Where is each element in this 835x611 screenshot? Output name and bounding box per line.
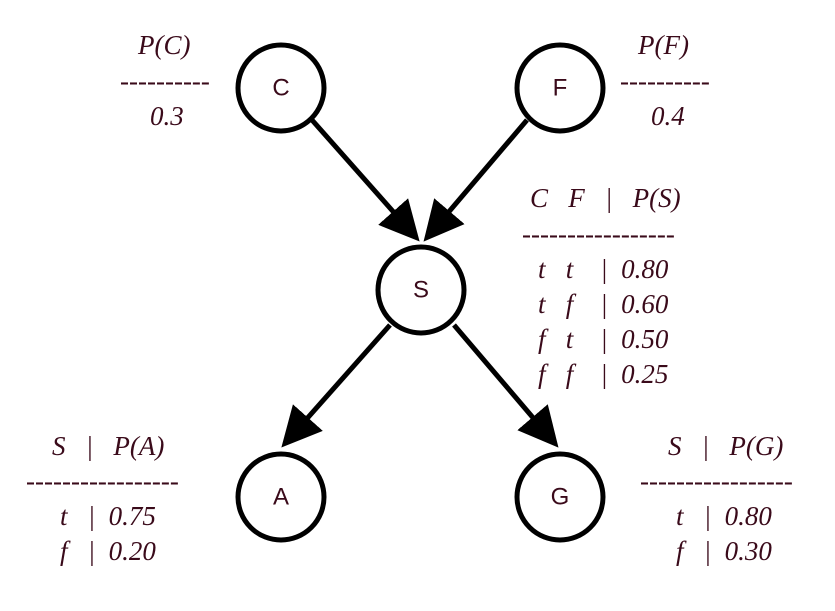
cpt-g-row: t | 0.80 <box>676 501 772 531</box>
edge-c-to-s <box>310 118 420 242</box>
node-c-label: C <box>272 75 289 102</box>
cpt-s: C F | P(S) ----------------- t t | 0.80 … <box>522 183 681 389</box>
edge-s-to-a <box>281 323 392 448</box>
node-s-label: S <box>413 277 429 304</box>
cpt-s-row: t t | 0.80 <box>538 254 669 284</box>
cpt-s-row: f t | 0.50 <box>538 324 669 354</box>
cpt-f-header: P(F) <box>637 30 689 60</box>
node-a: A <box>235 451 327 543</box>
cpt-f-rule: ---------- <box>620 66 710 96</box>
cpt-g-rule: ----------------- <box>640 466 793 496</box>
cpt-a-header: S | P(A) <box>52 431 164 461</box>
edge-s-to-g <box>452 323 559 448</box>
cpt-f-value: 0.4 <box>651 101 685 131</box>
cpt-a-row: f | 0.20 <box>60 536 156 566</box>
cpt-g: S | P(G) ----------------- t | 0.80 f | … <box>640 431 793 566</box>
node-f-label: F <box>553 75 568 102</box>
node-a-label: A <box>273 484 289 511</box>
cpt-s-row: f f | 0.25 <box>538 359 668 389</box>
cpt-s-row: t f | 0.60 <box>538 289 669 319</box>
edge-f-to-s <box>423 118 529 242</box>
cpt-a-rule: ----------------- <box>26 466 179 496</box>
cpt-s-rule: ----------------- <box>522 219 675 249</box>
node-g: G <box>514 451 606 543</box>
cpt-a-row: t | 0.75 <box>60 501 156 531</box>
node-g-label: G <box>551 484 570 511</box>
cpt-f: P(F) ---------- 0.4 <box>620 30 710 131</box>
cpt-g-header: S | P(G) <box>668 431 783 461</box>
cpt-g-row: f | 0.30 <box>676 536 772 566</box>
cpt-c: P(C) ---------- 0.3 <box>120 30 210 131</box>
cpt-c-value: 0.3 <box>150 101 184 131</box>
cpt-s-header: C F | P(S) <box>530 183 681 213</box>
node-s: S <box>375 244 467 336</box>
node-c: C <box>235 42 327 134</box>
cpt-a: S | P(A) ----------------- t | 0.75 f | … <box>26 431 179 566</box>
cpt-c-rule: ---------- <box>120 66 210 96</box>
node-f: F <box>514 42 606 134</box>
cpt-c-header: P(C) <box>137 30 190 60</box>
